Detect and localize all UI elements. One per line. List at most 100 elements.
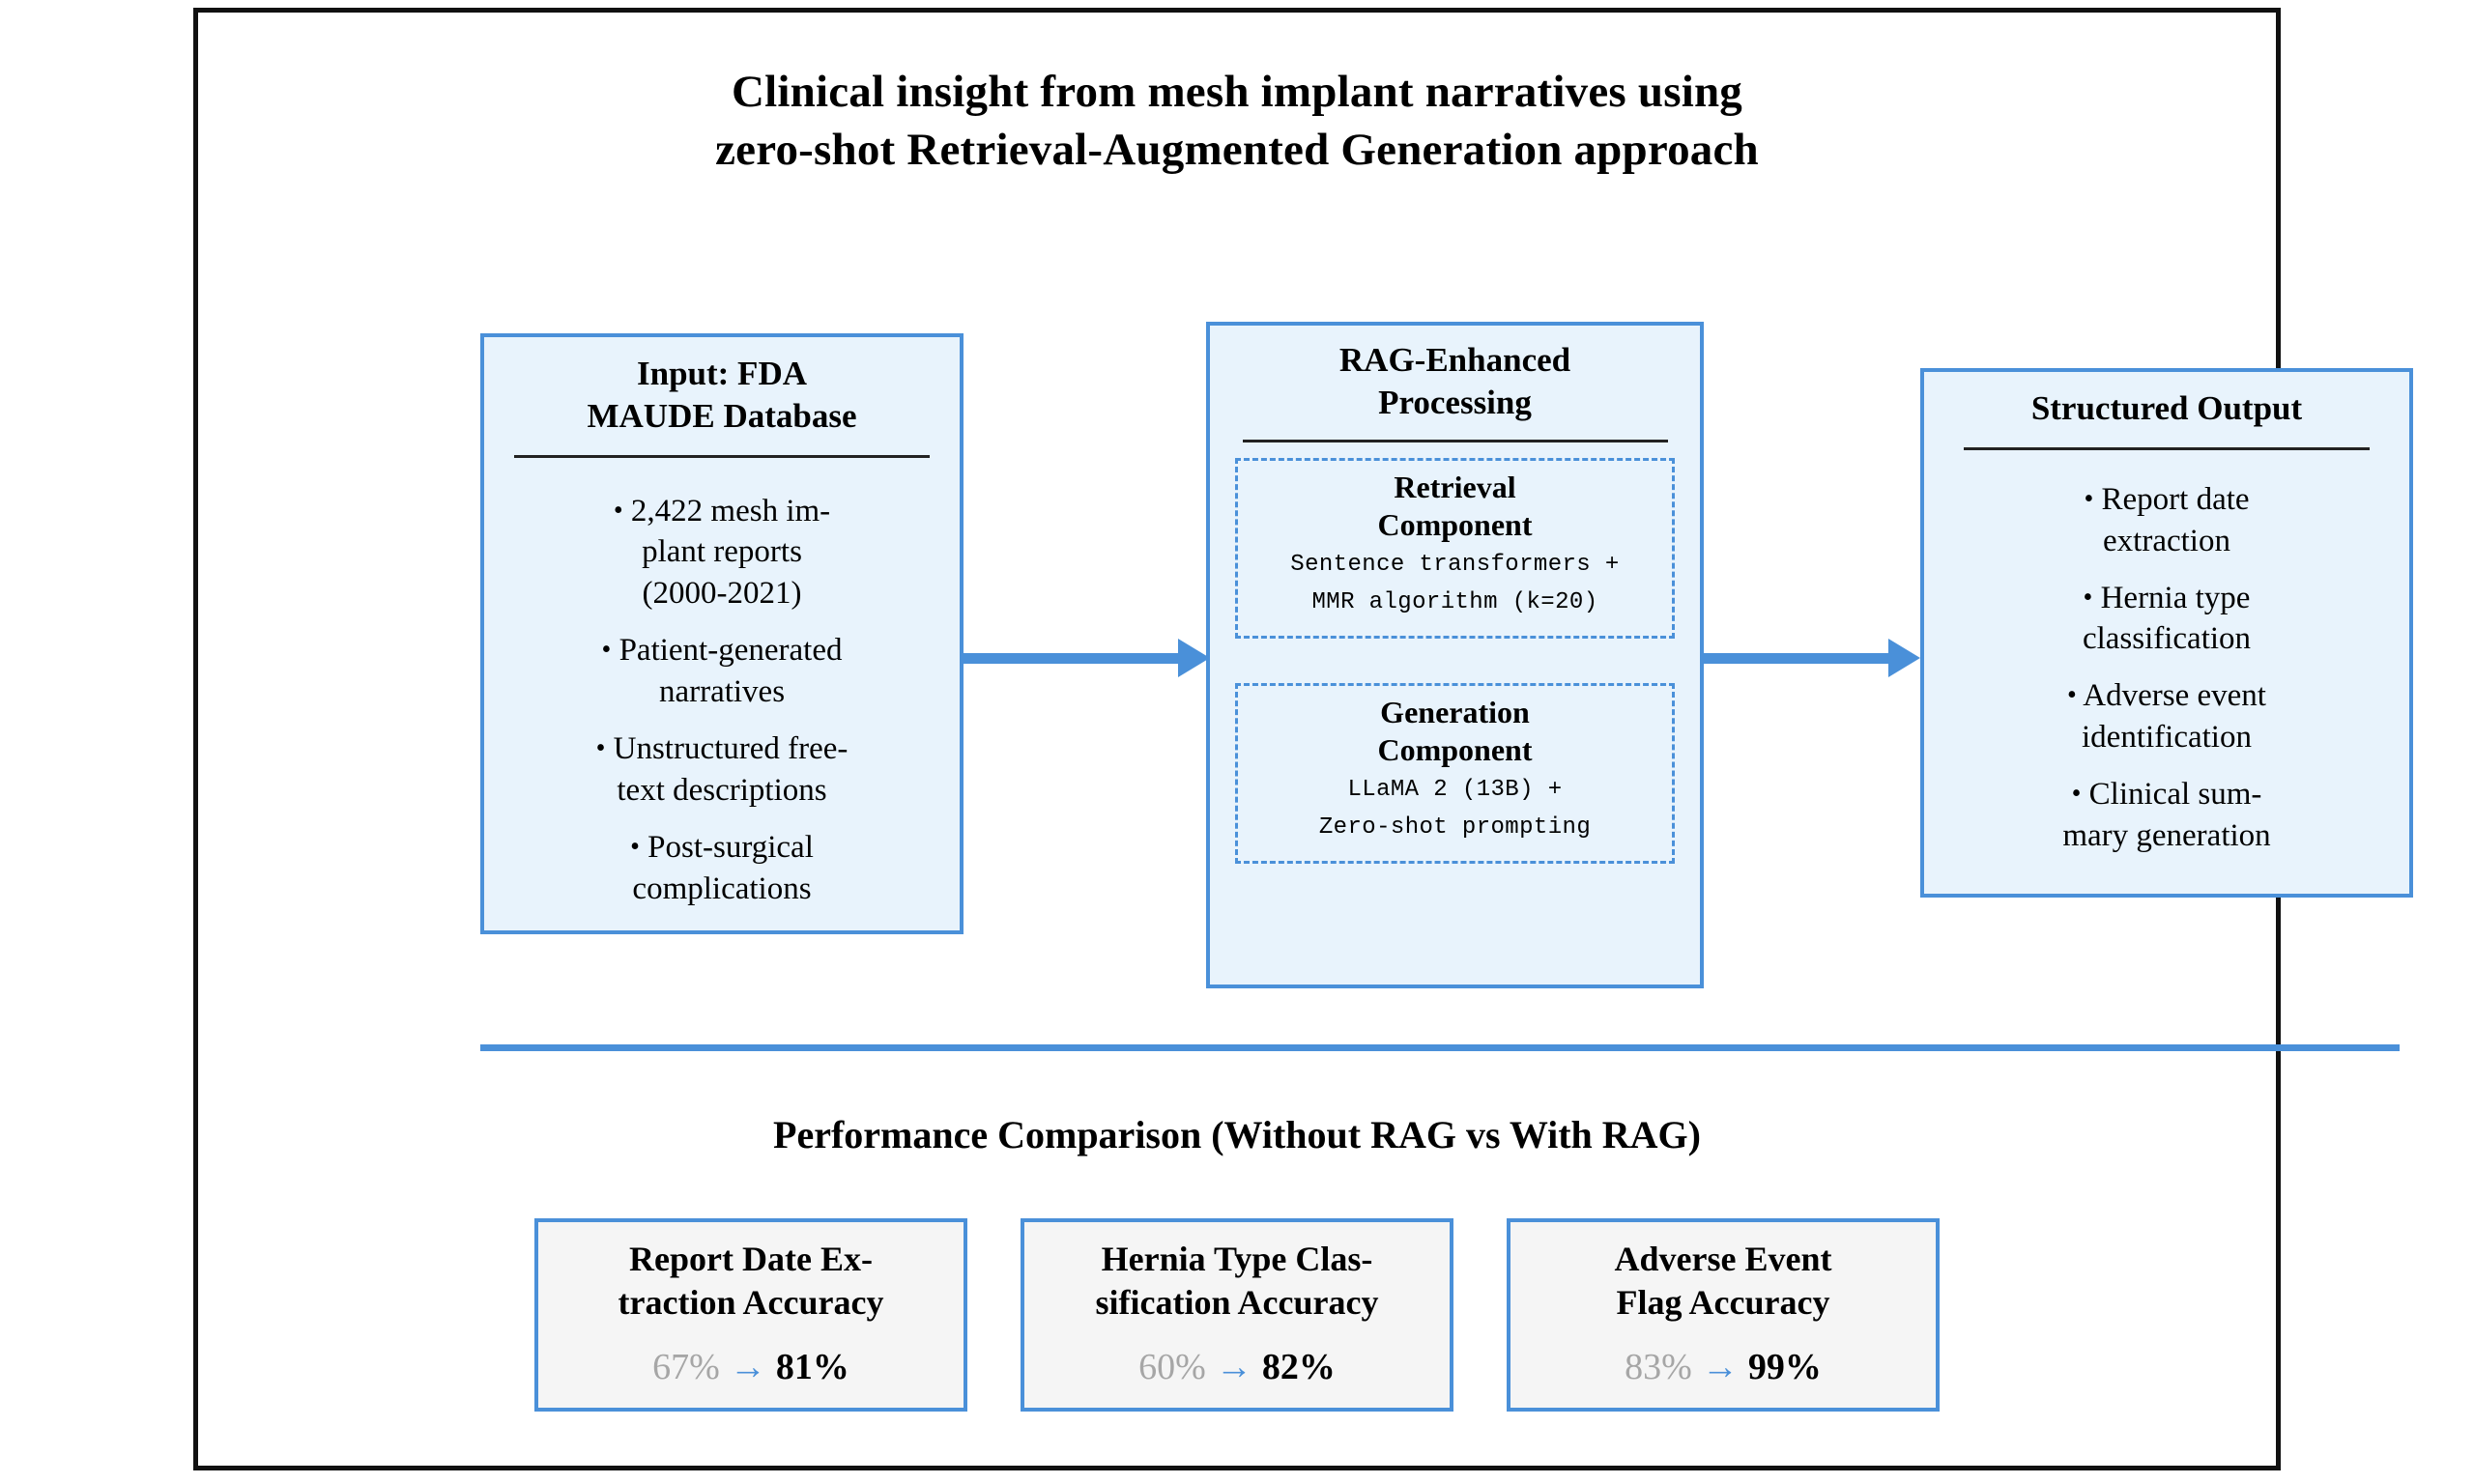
retrieval-component-detail: Sentence transformers + MMR algorithm (k…	[1244, 546, 1666, 622]
retrieval-detail-line-2: MMR algorithm (k=20)	[1311, 589, 1598, 616]
bullet-line: • 2,422 mesh im-	[509, 491, 935, 532]
metric-before-value: 67%	[652, 1347, 720, 1387]
bullet-line: • Report date	[1949, 479, 2384, 521]
bullet-text: Unstructured free-	[613, 730, 849, 766]
bullet-dot-icon: •	[630, 831, 640, 862]
metric-card-adverse-event-flag: Adverse Event Flag Accuracy 83%→99%	[1507, 1218, 1940, 1412]
bullet-line: • Patient-generated	[509, 630, 935, 671]
flow-arrow-input-to-rag-icon	[964, 639, 1210, 677]
bullet-line: • Adverse event	[1949, 675, 2384, 717]
retrieval-component-box: Retrieval Component Sentence transformer…	[1235, 457, 1675, 639]
input-box-bullet-list: • 2,422 mesh im- plant reports (2000-202…	[484, 491, 960, 910]
metric-title: Report Date Ex- traction Accuracy	[538, 1222, 964, 1324]
arrow-head	[1888, 639, 1920, 677]
metric-values: 60%→82%	[1024, 1346, 1450, 1388]
performance-metrics-row: Report Date Ex- traction Accuracy 67%→81…	[198, 1218, 2276, 1412]
metric-card-report-date-extraction: Report Date Ex- traction Accuracy 67%→81…	[534, 1218, 967, 1412]
output-box-heading: Structured Output	[1924, 372, 2409, 430]
bullet-line: • Clinical sum-	[1949, 774, 2384, 815]
diagram-frame: Clinical insight from mesh implant narra…	[193, 8, 2413, 1470]
metric-after-value: 81%	[775, 1347, 849, 1387]
bullet-text: narratives	[658, 674, 786, 710]
list-item: • Unstructured free- text descriptions	[484, 728, 960, 812]
list-item: • Patient-generated narratives	[484, 630, 960, 713]
bullet-line: • Unstructured free-	[509, 728, 935, 770]
rag-box-divider	[1242, 439, 1668, 442]
metric-arrow-icon: →	[1701, 1347, 1739, 1387]
rag-processing-box: RAG-Enhanced Processing Retrieval Compon…	[1206, 322, 1704, 988]
input-box-divider	[514, 454, 930, 458]
page-title: Clinical insight from mesh implant narra…	[198, 63, 2276, 179]
rag-box-heading-line-1: RAG-Enhanced	[1338, 341, 1571, 379]
generation-component-box: Generation Component LLaMA 2 (13B) + Zer…	[1235, 682, 1675, 864]
list-item: • Hernia type classification	[1924, 578, 2409, 661]
metric-title: Hernia Type Clas- sification Accuracy	[1024, 1222, 1450, 1324]
bullet-text: text descriptions	[617, 772, 827, 808]
rag-box-heading: RAG-Enhanced Processing	[1210, 326, 1700, 424]
output-box-bullet-list: • Report date extraction • Hernia type c…	[1924, 479, 2409, 857]
generation-detail-line-2: Zero-shot prompting	[1318, 814, 1592, 842]
output-box-divider	[1964, 446, 2370, 450]
bullet-dot-icon: •	[2071, 779, 2082, 810]
arrow-head	[1178, 639, 1210, 677]
bullet-dot-icon: •	[595, 732, 606, 763]
metric-before-value: 60%	[1138, 1347, 1206, 1387]
list-item: • Post-surgical complications	[484, 827, 960, 910]
bullet-line: • Post-surgical	[509, 827, 935, 869]
page-title-line-2: zero-shot Retrieval-Augmented Generation…	[715, 125, 1759, 176]
bullet-dot-icon: •	[2083, 582, 2093, 613]
metric-after-value: 99%	[1747, 1347, 1822, 1387]
retrieval-title-line-2: Component	[1377, 506, 1533, 542]
bullet-text: Adverse event	[2083, 678, 2266, 714]
metric-before-value: 83%	[1625, 1347, 1692, 1387]
list-item: • 2,422 mesh im- plant reports (2000-202…	[484, 491, 960, 615]
metric-card-hernia-type-classification: Hernia Type Clas- sification Accuracy 60…	[1021, 1218, 1453, 1412]
generation-component-title: Generation Component	[1244, 694, 1666, 769]
arrow-shaft	[964, 653, 1181, 664]
bullet-text: Report date	[2101, 481, 2250, 517]
input-box-heading-line-2: MAUDE Database	[587, 396, 857, 435]
bullet-dot-icon: •	[2067, 680, 2077, 711]
bullet-text: (2000-2021)	[642, 576, 802, 612]
flow-arrow-rag-to-output-icon	[1702, 639, 1922, 677]
metric-values: 67%→81%	[538, 1346, 964, 1388]
bullet-text: Hernia type	[2100, 580, 2251, 615]
bullet-dot-icon: •	[2084, 483, 2094, 514]
list-item: • Clinical sum- mary generation	[1924, 774, 2409, 857]
retrieval-detail-line-1: Sentence transformers +	[1290, 551, 1620, 578]
bullet-text: identification	[2082, 720, 2252, 756]
input-box-heading: Input: FDA MAUDE Database	[484, 337, 960, 438]
bullet-dot-icon: •	[613, 495, 623, 526]
section-divider	[480, 1044, 2400, 1051]
metric-title: Adverse Event Flag Accuracy	[1510, 1222, 1936, 1324]
list-item: • Report date extraction	[1924, 479, 2409, 562]
page-title-line-1: Clinical insight from mesh implant narra…	[731, 67, 1742, 117]
metric-title-line-2: sification Accuracy	[1095, 1282, 1379, 1322]
bullet-text: Patient-generated	[618, 633, 843, 669]
input-data-box: Input: FDA MAUDE Database • 2,422 mesh i…	[480, 333, 964, 934]
bullet-text: complications	[632, 870, 812, 906]
generation-detail-line-1: LLaMA 2 (13B) +	[1347, 776, 1563, 803]
metric-title-line-1: Hernia Type Clas-	[1101, 1240, 1373, 1278]
metric-after-value: 82%	[1261, 1347, 1336, 1387]
bullet-text: mary generation	[2062, 817, 2271, 853]
list-item: • Adverse event identification	[1924, 675, 2409, 758]
metric-title-line-2: Flag Accuracy	[1616, 1282, 1830, 1322]
output-box-heading-line-1: Structured Output	[2030, 389, 2303, 427]
generation-component-detail: LLaMA 2 (13B) + Zero-shot prompting	[1244, 771, 1666, 847]
generation-title-line-1: Generation	[1380, 694, 1530, 729]
bullet-text: plant reports	[642, 534, 802, 570]
retrieval-component-title: Retrieval Component	[1244, 469, 1666, 544]
bullet-text: classification	[2082, 621, 2252, 657]
performance-section-title: Performance Comparison (Without RAG vs W…	[773, 1113, 1701, 1156]
metric-arrow-icon: →	[1215, 1347, 1252, 1387]
metric-values: 83%→99%	[1510, 1346, 1936, 1388]
metric-arrow-icon: →	[729, 1347, 766, 1387]
metric-title-line-1: Adverse Event	[1614, 1240, 1832, 1278]
bullet-text: 2,422 mesh im-	[630, 493, 831, 528]
generation-title-line-2: Component	[1377, 731, 1533, 767]
retrieval-title-line-1: Retrieval	[1394, 469, 1516, 504]
bullet-text: extraction	[2103, 523, 2230, 558]
bullet-text: Post-surgical	[647, 829, 814, 865]
bullet-dot-icon: •	[601, 635, 612, 666]
